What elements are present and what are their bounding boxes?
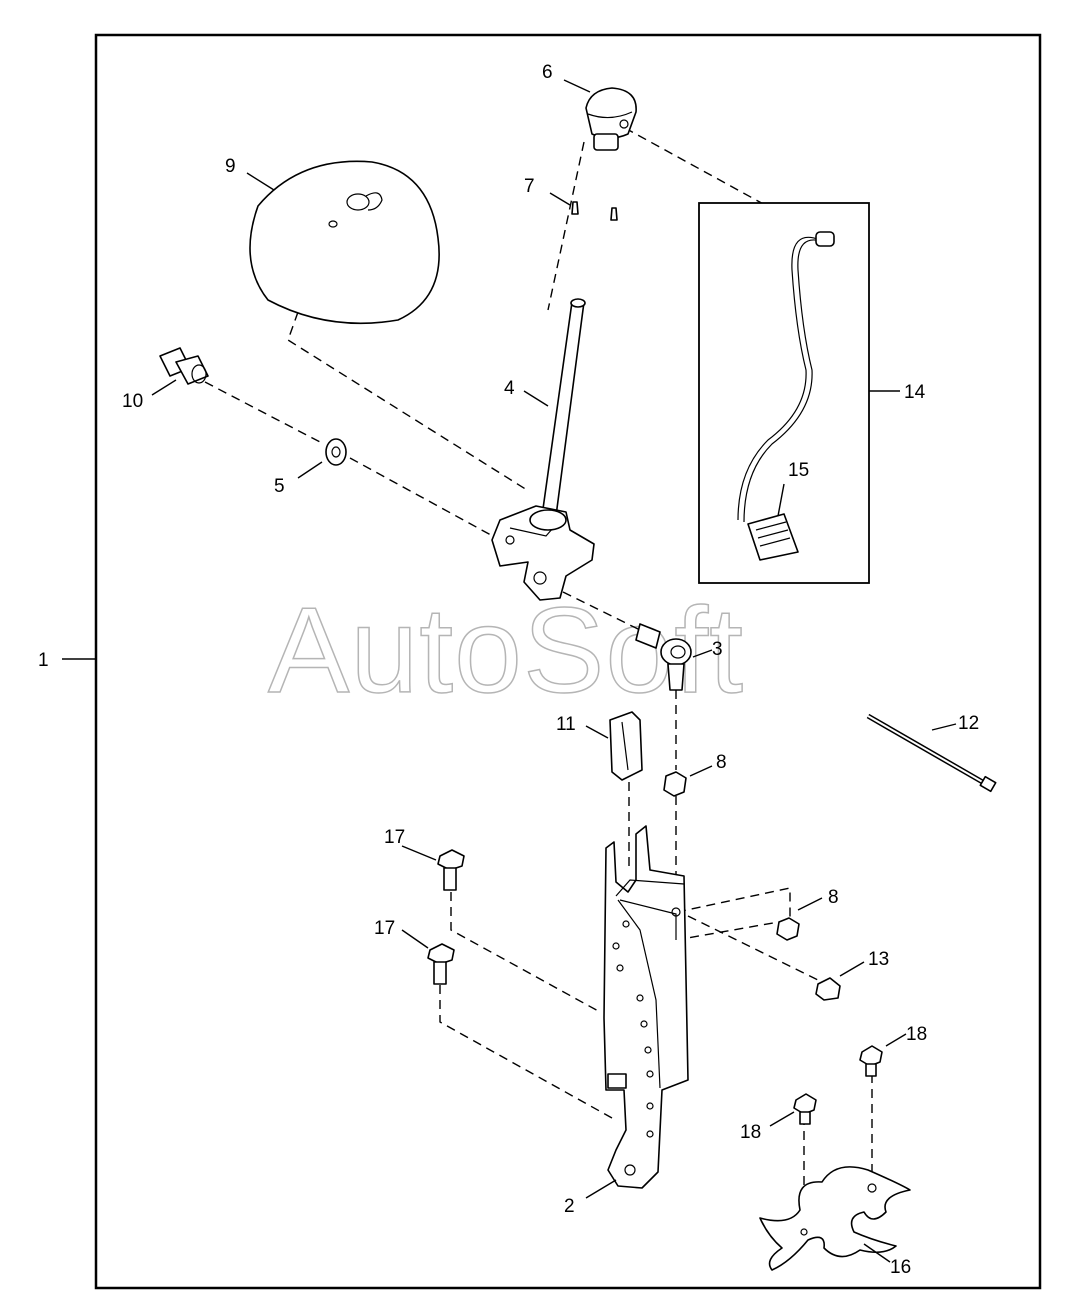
callout-12: 12: [958, 713, 979, 734]
cable-tie-part: [866, 713, 997, 793]
kit-frame: [94, 33, 1042, 1290]
knob-part: [585, 87, 637, 151]
callout-14: 14: [904, 382, 926, 403]
callout-6: 6: [542, 62, 553, 83]
callout-17-upper: 17: [384, 827, 405, 848]
bolt-parts-18: [793, 1045, 883, 1125]
clip-part: [609, 711, 643, 781]
callout-13: 13: [868, 949, 889, 970]
pin-parts: [571, 201, 618, 221]
callout-16: 16: [890, 1257, 911, 1278]
clip-nut-part: [815, 977, 841, 1001]
leader-lines: [62, 79, 957, 1263]
callout-8-upper: 8: [716, 752, 727, 773]
ball-joint-part: [635, 623, 692, 691]
callout-7: 7: [524, 176, 535, 197]
harness-inset: [698, 202, 870, 584]
bolt-parts-17: [427, 849, 465, 985]
plate-part: [759, 1166, 911, 1271]
callout-17-lower: 17: [374, 918, 395, 939]
cover-part: [249, 160, 440, 325]
callout-9: 9: [225, 156, 236, 177]
callout-18-upper: 18: [906, 1024, 927, 1045]
nut-parts: [663, 771, 800, 941]
callout-1: 1: [38, 650, 49, 671]
callout-10: 10: [122, 391, 143, 412]
callout-11: 11: [556, 714, 576, 735]
callout-2: 2: [564, 1196, 575, 1217]
callout-4: 4: [504, 378, 515, 399]
callout-15: 15: [788, 460, 809, 481]
callout-18-lower: 18: [740, 1122, 761, 1143]
lever-part: [491, 298, 595, 601]
callouts: 1 2 3 4 5 6 7 8 8 9 10 11 12 13 14 15 16…: [38, 62, 979, 1278]
callout-3: 3: [712, 639, 723, 660]
bracket-part: [603, 825, 689, 1189]
washer-part: [325, 438, 347, 466]
stud-part: [159, 347, 209, 385]
callout-5: 5: [274, 476, 285, 497]
callout-8-lower: 8: [828, 887, 839, 908]
